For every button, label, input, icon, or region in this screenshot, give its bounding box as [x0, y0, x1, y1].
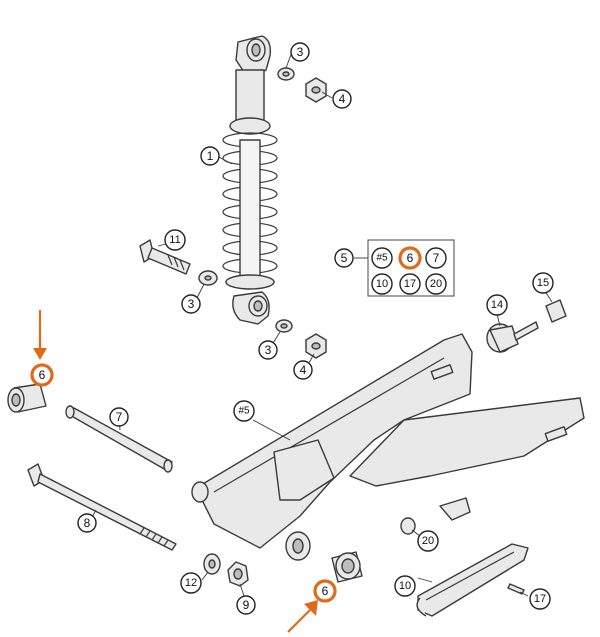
- kit-item-20: 20: [425, 273, 447, 295]
- kit-item-10: 10: [371, 273, 393, 295]
- callout-swingarm-5: #5: [233, 400, 255, 422]
- svg-text:20: 20: [430, 278, 442, 290]
- svg-text:9: 9: [243, 598, 250, 612]
- svg-text:8: 8: [84, 516, 91, 530]
- svg-text:15: 15: [537, 277, 549, 289]
- chain-slider-10: [416, 543, 529, 617]
- sleeve-7: [65, 405, 173, 473]
- svg-text:17: 17: [404, 278, 416, 290]
- svg-text:10: 10: [399, 580, 411, 592]
- svg-text:7: 7: [116, 410, 123, 424]
- nut-9: [227, 561, 249, 587]
- clip-15: [545, 299, 567, 323]
- svg-text:#5: #5: [376, 253, 388, 264]
- callout-4-top: 4: [332, 89, 352, 109]
- svg-text:6: 6: [39, 368, 46, 382]
- svg-text:6: 6: [407, 251, 414, 265]
- callout-6-bottom-highlighted: 6: [313, 579, 337, 603]
- kit-item-17: 17: [399, 273, 421, 295]
- callout-6-left-highlighted: 6: [30, 363, 54, 387]
- leader-lines: [89, 51, 553, 597]
- svg-text:3: 3: [188, 297, 195, 311]
- highlight-arrow-bottom: [287, 600, 318, 633]
- bushing-14: [486, 321, 539, 353]
- callout-8: 8: [77, 513, 97, 533]
- bushing-left: [7, 383, 47, 413]
- svg-text:20: 20: [422, 535, 434, 547]
- washer-12: [203, 553, 221, 575]
- callout-12: 12: [180, 572, 202, 594]
- callout-3-top: 3: [290, 42, 310, 62]
- svg-text:17: 17: [534, 593, 546, 605]
- svg-text:6: 6: [322, 584, 329, 598]
- callout-15: 15: [532, 272, 554, 294]
- kit-item-5: #5: [371, 247, 393, 269]
- callout-17: 17: [529, 588, 551, 610]
- callout-20: 20: [417, 530, 439, 552]
- svg-text:3: 3: [265, 343, 272, 357]
- washer-top: [277, 67, 295, 81]
- callout-7: 7: [109, 407, 129, 427]
- svg-text:12: 12: [185, 577, 197, 589]
- svg-text:10: 10: [376, 278, 388, 290]
- callout-5: 5: [334, 248, 354, 268]
- swingarm: [191, 333, 585, 561]
- bushing-20: [400, 517, 416, 535]
- svg-text:3: 3: [297, 45, 304, 59]
- bolt-11: [139, 239, 191, 275]
- callout-14: 14: [486, 294, 508, 316]
- svg-text:7: 7: [433, 251, 440, 265]
- nut-top: [305, 77, 327, 103]
- svg-text:#5: #5: [238, 406, 250, 417]
- highlight-arrow-left: [33, 310, 47, 360]
- nut-lower: [305, 333, 327, 359]
- washer-mid: [198, 270, 218, 286]
- svg-text:4: 4: [300, 363, 307, 377]
- svg-text:1: 1: [207, 149, 214, 163]
- callout-4-lower: 4: [293, 360, 313, 380]
- axle-bolt-8: [27, 463, 177, 551]
- callout-10: 10: [394, 575, 416, 597]
- svg-text:14: 14: [491, 299, 503, 311]
- bushing-bottom: [331, 551, 363, 583]
- svg-text:11: 11: [169, 234, 180, 246]
- shock-absorber: [222, 35, 278, 325]
- callout-1: 1: [200, 146, 220, 166]
- callout-11: 11: [164, 229, 186, 251]
- screw-17: [507, 583, 525, 595]
- washer-lower: [275, 319, 293, 333]
- callout-3-mid: 3: [181, 294, 201, 314]
- callout-3-lower: 3: [258, 340, 278, 360]
- callout-9: 9: [236, 595, 256, 615]
- svg-text:4: 4: [339, 92, 346, 106]
- svg-text:5: 5: [341, 251, 348, 265]
- kit-item-7: 7: [425, 247, 447, 269]
- kit-item-6-highlighted: 6: [398, 246, 422, 270]
